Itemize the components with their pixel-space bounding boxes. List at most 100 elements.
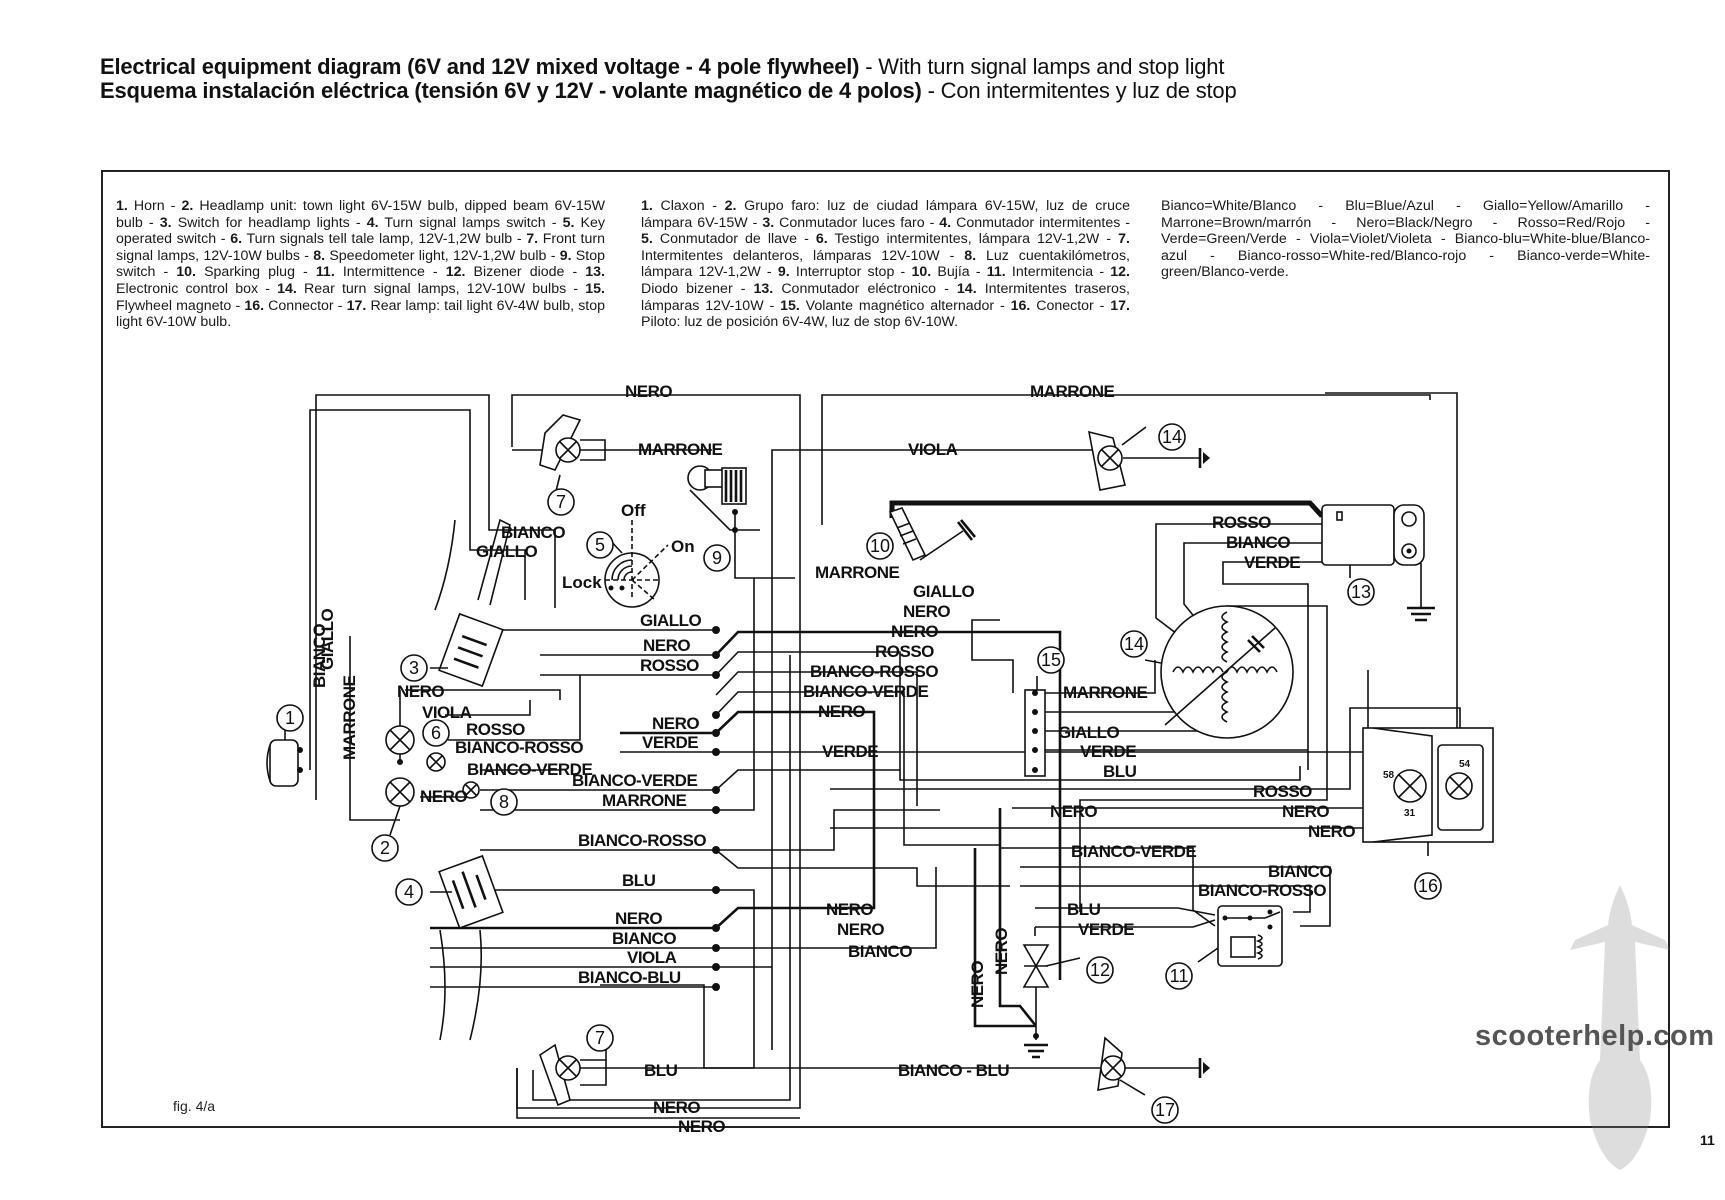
legend-item-text: Turn signal lamps switch - [378,214,563,231]
legend-item-text: Headlamp unit: town light 6V-15W bulb, d… [116,198,605,231]
wire-label-nero-3: NERO [397,682,444,701]
legend-item-number: 2. [724,198,737,214]
svg-text:11: 11 [1170,966,1189,986]
legend-item-text: Key operated switch - [116,214,605,248]
legend-item-number: 12. [1110,264,1130,281]
wire-term-bv2 [480,769,900,791]
component-number-17: 17 [1151,1096,1179,1124]
legend-item-number: 3. [159,214,172,231]
legend-item-text: Speedometer light, 12V-1,2W bulb - [325,247,560,264]
wire-br-6 [448,675,581,741]
wire-label-nero-mid1: NERO [903,602,950,621]
component-headlamp-switch [430,518,511,688]
wire-label-bianco-left: BIANCO [501,523,565,542]
wire-label-blu-7b: BLU [644,1061,678,1080]
wire-verde-11 [1035,919,1216,928]
wire-label-blu-16: BLU [1103,762,1137,781]
svg-text:4: 4 [404,882,414,902]
terminal-label: GIALLO [640,611,701,630]
component-turn-switch [430,854,504,1041]
legend-item-text: Connector - [264,297,347,314]
wire-term-rosso-link [715,651,1301,781]
wire-label-nero-16: NERO [1050,802,1097,821]
component-rear-turn-lamp-bottom [1097,1036,1210,1096]
component-number-6: 6 [422,719,450,747]
label-on: On [671,537,695,556]
legend-item-text: Conmutador luces faro - [774,214,940,231]
component-number-1: 1 [276,704,304,732]
component-headlamp [385,725,415,836]
legend-item-number: 12. [445,264,466,281]
wire-rosso-13 [1155,523,1322,641]
legend-item-text: Front turn signal lamps, 12V-10W bulbs - [116,231,605,264]
title-english: Electrical equipment diagram (6V and 12V… [100,54,1224,80]
wire-label-nero-v1: NERO [968,961,987,1008]
wire-marrone-left [349,636,400,821]
legend-item-text: Electronic control box - [116,280,278,297]
wire-label-nero-7b-2: NERO [678,1117,725,1136]
legend-item-text: Rear lamp: tail light 6V-4W bulb, stop l… [116,297,606,331]
component-number-14: 14 [1158,423,1186,451]
terminal-dot [712,983,720,991]
wire-label-bianco-verde-mid: BIANCO-VERDE [803,682,928,701]
wire-term-blu [480,889,755,1068]
wire-label-bianco-13: BIANCO [1226,533,1290,552]
wire-label-rosso-mid: ROSSO [875,642,934,661]
legend-item-text: Switch for headlamp lights - [171,214,367,231]
wire-label-v-giallo: GIALLO [318,609,337,670]
legend-item-text: Conmutador de llave - [652,231,816,248]
wire-label-giallo-mid: GIALLO [913,582,974,601]
wire-label-verde-13: VERDE [1244,553,1300,572]
wire-term-rosso-b [715,671,918,806]
component-number-3: 3 [400,654,428,682]
legend-item-number: 17. [346,297,367,314]
wire-label-v-bianco: BIANCO [310,624,329,688]
legend-item-text: Conmutador intermitentes - [951,214,1130,231]
terminal-label: BIANCO [612,929,676,948]
legend-item-text: Bujía - [931,264,987,281]
wire-term-nero-link [715,630,1062,980]
terminal-dot [712,786,720,794]
wire-label-marrone-16: MARRONE [1063,683,1147,702]
wire-label-verde-11: VERDE [1078,920,1134,939]
component-number-4: 4 [395,878,423,906]
wire-nero-v2 [998,808,1038,1027]
svg-text:5: 5 [595,535,605,555]
legend-item-number: 5. [562,214,575,231]
legend-item-number: 14. [956,280,977,297]
component-rear-turn-lamp-top [1087,426,1210,491]
diagram-frame [101,170,1670,1128]
legend-item-number: 9. [777,264,790,281]
title-spanish-rest: - Con intermitentes y luz de stop [921,78,1237,103]
terminal-dot [712,846,720,854]
legend-item-text: Intermitentes delanteros, lámparas 12V-1… [641,247,965,264]
wire-label-v-marrone: MARRONE [340,676,359,760]
terminal-dot [712,711,720,719]
component-rear-lamp [1362,727,1494,856]
legend-item-number: 16. [244,297,265,314]
label-lock: Lock [562,573,602,592]
legend-item-number: 10. [911,264,932,281]
wire-label-bianco-blu-14: BIANCO - BLU [898,1061,1009,1080]
svg-text:7: 7 [595,1028,605,1048]
wire-label-nero-7b-1: NERO [653,1098,700,1117]
component-front-turn-lamp-top [539,414,606,496]
legend-item-text: Horn - [127,198,182,214]
wire-label-bianco-rosso-mid: BIANCO-ROSSO [810,662,938,681]
terminal-dot [712,626,720,634]
legend-item-number: 4. [939,214,952,231]
terminal-label: NERO [643,636,690,655]
svg-text:6: 6 [431,723,441,743]
terminal-label: VIOLA [627,948,677,967]
terminal-label: NERO [652,714,699,733]
wire-bianco-verde-11 [1000,847,1216,927]
terminal-label: BIANCO-ROSSO [578,831,706,850]
component-number-2: 2 [371,834,399,862]
legend-item-number: 6. [815,231,828,248]
legend-item-number: 7. [1118,231,1130,248]
wire-label-nero-low1: NERO [826,900,873,919]
pin-31: 31 [1404,808,1416,819]
terminal-label: MARRONE [602,791,686,810]
